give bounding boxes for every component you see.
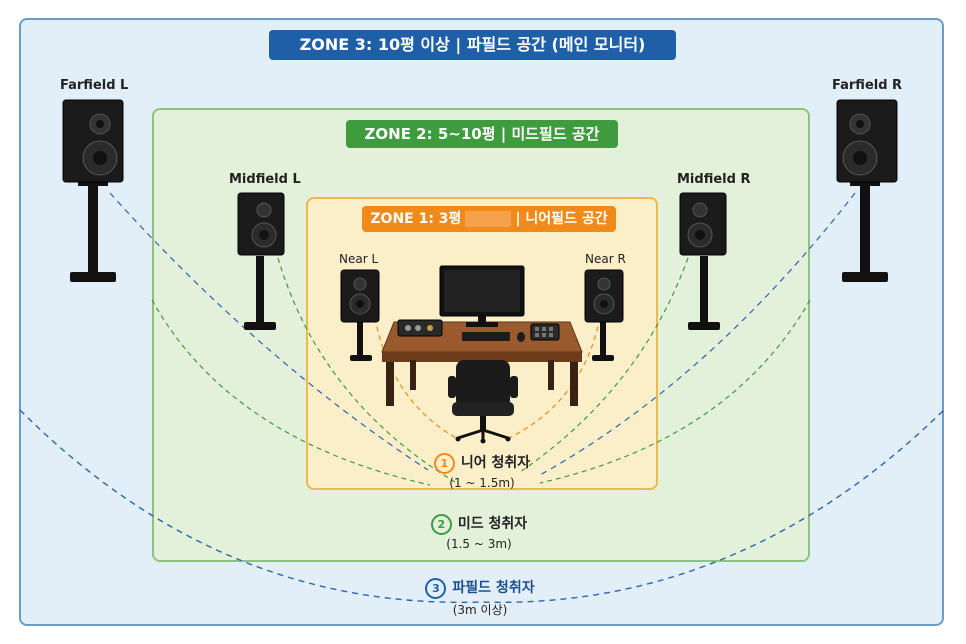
near-left-label: Near L xyxy=(339,252,379,266)
far-listener-title: 파필드 청취자 xyxy=(452,580,535,596)
mid-listener-distance: (1.5 ~ 3m) xyxy=(446,536,512,551)
near-right-label: Near R xyxy=(585,252,626,266)
midfield-right-label: Midfield R xyxy=(677,172,751,187)
near-right-speaker-icon xyxy=(584,269,624,361)
farfield-right-speaker-icon xyxy=(836,99,898,282)
listener-number-badge: 2 xyxy=(430,513,452,535)
near-left-speaker-icon xyxy=(340,269,380,361)
zone-1-title-left: ZONE 1: 3평 xyxy=(370,211,462,227)
midfield-left-arc xyxy=(151,299,431,486)
midfield-left-speaker-icon xyxy=(237,192,285,330)
mouse-icon xyxy=(517,332,525,342)
mid-listener: 2 미드 청취자 (1.5 ~ 3m) xyxy=(379,513,579,551)
mid-listener-title: 미드 청취자 xyxy=(457,516,528,532)
keyboard-icon xyxy=(462,332,510,341)
listener-number-badge: 3 xyxy=(425,577,447,599)
redacted-block xyxy=(465,211,512,227)
zone-1-title: ZONE 1: 3평 | 니어필드 공간 xyxy=(362,206,616,232)
near-listener-title: 니어 청취자 xyxy=(460,455,531,471)
audio-interface-icon xyxy=(397,319,443,337)
midfield-left-line xyxy=(277,257,456,483)
far-listener-distance: (3m 이상) xyxy=(452,602,508,617)
midfield-right-line xyxy=(519,257,689,473)
midi-controller-icon xyxy=(530,323,560,341)
monitor-icon xyxy=(439,265,525,327)
chair-icon xyxy=(448,360,518,444)
midfield-right-speaker-icon xyxy=(679,192,727,330)
zone-3-title: ZONE 3: 10평 이상 | 파필드 공간 (메인 모니터) xyxy=(269,30,676,60)
farfield-left-label: Farfield L xyxy=(60,78,129,93)
farfield-arc xyxy=(19,407,947,604)
midfield-left-label: Midfield L xyxy=(229,172,301,187)
near-listener-distance: (1 ~ 1.5m) xyxy=(449,475,515,490)
near-left-line xyxy=(371,299,461,441)
farfield-left-line xyxy=(109,192,429,471)
zone-1-title-right: | 니어필드 공간 xyxy=(515,211,608,227)
zone-2-title: ZONE 2: 5~10평 | 미드필드 공간 xyxy=(346,120,618,148)
far-listener: 3 파필드 청취자 (3m 이상) xyxy=(380,577,580,618)
farfield-right-label: Farfield R xyxy=(832,78,903,93)
near-listener: 1 니어 청취자 (1 ~ 1.5m) xyxy=(382,452,582,490)
farfield-right-line xyxy=(539,192,856,476)
listener-number-badge: 1 xyxy=(433,452,455,474)
farfield-left-speaker-icon xyxy=(62,99,124,282)
